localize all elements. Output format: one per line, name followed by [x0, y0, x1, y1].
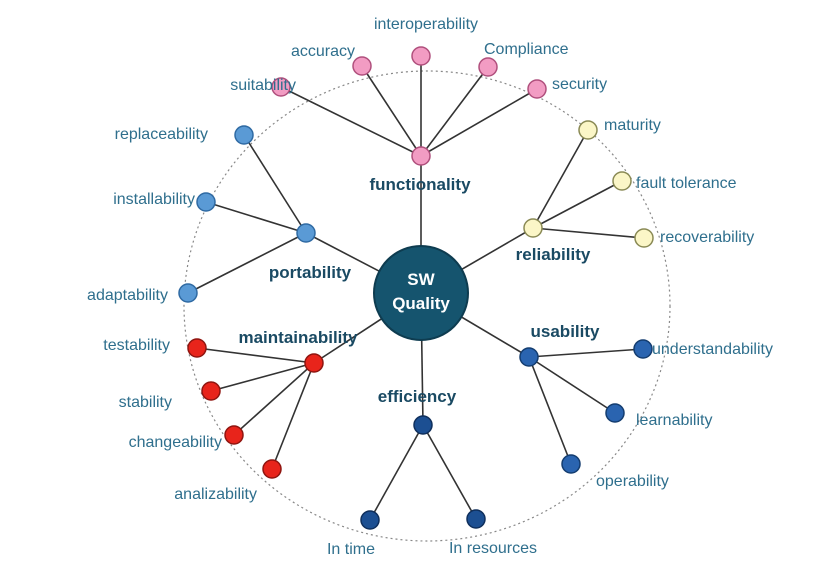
- connector-portability-leaf-2: [187, 232, 307, 294]
- leaf-label-installability: installability: [113, 191, 195, 208]
- node-functionality-leaf-4: [527, 79, 547, 99]
- node-maintainability-hub: [304, 353, 324, 373]
- orbit-ring: [183, 70, 671, 542]
- node-reliability-leaf-0: [578, 120, 598, 140]
- node-functionality-hub: [411, 146, 431, 166]
- connector-functionality-leaf-0: [280, 86, 422, 157]
- connector-functionality-leaf-1: [361, 65, 422, 157]
- connector-usability-leaf-1: [528, 356, 616, 414]
- leaf-label-analizability: analizability: [174, 486, 257, 503]
- leaf-label-understandability: understandability: [652, 341, 773, 358]
- connector-functionality-leaf-4: [420, 88, 538, 157]
- node-maintainability-leaf-3: [262, 459, 282, 479]
- connector-functionality-leaf-3: [420, 66, 489, 157]
- leaf-label-operability: operability: [596, 473, 669, 490]
- node-usability-leaf-1: [605, 403, 625, 423]
- node-portability-leaf-2: [178, 283, 198, 303]
- node-reliability-leaf-1: [612, 171, 632, 191]
- leaf-label-in-time: In time: [327, 541, 375, 558]
- connector-reliability-leaf-1: [532, 180, 623, 229]
- leaf-label-compliance: Compliance: [484, 41, 569, 58]
- leaf-label-stability: stability: [119, 394, 172, 411]
- node-efficiency-hub: [413, 415, 433, 435]
- connector-lines: [187, 56, 645, 521]
- connector-maintainability-leaf-1: [210, 362, 315, 392]
- center-circle: [373, 245, 469, 341]
- node-functionality-leaf-3: [478, 57, 498, 77]
- connector-maintainability-leaf-2: [233, 362, 315, 436]
- leaf-label-changeability: changeability: [129, 434, 222, 451]
- leaf-label-maturity: maturity: [604, 117, 661, 134]
- group-label-usability: usability: [531, 322, 601, 341]
- center-label-line2: Quality: [392, 294, 450, 313]
- node-portability-hub: [296, 223, 316, 243]
- leaf-label-security: security: [552, 76, 607, 93]
- node-portability-leaf-0: [234, 125, 254, 145]
- leaf-label-learnability: learnability: [636, 412, 712, 429]
- connector-maintainability-leaf-0: [196, 347, 315, 364]
- node-usability-leaf-2: [561, 454, 581, 474]
- connector-portability-leaf-1: [205, 201, 307, 234]
- leaf-label-fault-tolerance: fault tolerance: [636, 175, 737, 192]
- node-portability-leaf-1: [196, 192, 216, 212]
- leaf-label-accuracy: accuracy: [291, 43, 355, 60]
- nodes: [178, 46, 654, 530]
- connector-usability-leaf-2: [528, 356, 572, 465]
- node-maintainability-leaf-2: [224, 425, 244, 445]
- leaf-label-recoverability: recoverability: [660, 229, 754, 246]
- node-functionality-leaf-1: [352, 56, 372, 76]
- node-reliability-leaf-2: [634, 228, 654, 248]
- node-functionality-leaf-0: [271, 77, 291, 97]
- node-efficiency-leaf-1: [466, 509, 486, 529]
- group-label-functionality: functionality: [369, 175, 471, 194]
- node-usability-hub: [519, 347, 539, 367]
- leaf-label-adaptability: adaptability: [87, 287, 168, 304]
- connector-maintainability-leaf-3: [271, 362, 315, 470]
- leaf-label-in-resources: In resources: [449, 540, 537, 557]
- leaf-label-replaceability: replaceability: [115, 126, 208, 143]
- connector-efficiency-leaf-1: [422, 424, 477, 520]
- node-efficiency-leaf-0: [360, 510, 380, 530]
- connector-usability-leaf-0: [528, 348, 644, 358]
- node-functionality-leaf-2: [411, 46, 431, 66]
- group-label-reliability: reliability: [516, 245, 591, 264]
- group-label-portability: portability: [269, 263, 352, 282]
- group-label-maintainability: maintainability: [238, 328, 358, 347]
- connector-portability-leaf-0: [243, 134, 307, 234]
- connector-efficiency-leaf-0: [369, 424, 424, 521]
- connector-reliability-leaf-2: [532, 227, 645, 239]
- center-label-line1: SW: [407, 270, 435, 289]
- node-usability-leaf-0: [633, 339, 653, 359]
- connector-reliability-leaf-0: [532, 129, 589, 229]
- leaf-label-testability: testability: [103, 337, 170, 354]
- group-label-efficiency: efficiency: [378, 387, 457, 406]
- leaf-label-suitability: suitability: [230, 77, 296, 94]
- node-maintainability-leaf-0: [187, 338, 207, 358]
- leaf-label-interoperability: interoperability: [374, 16, 478, 33]
- node-maintainability-leaf-1: [201, 381, 221, 401]
- center-node: SW Quality: [373, 245, 469, 341]
- node-reliability-hub: [523, 218, 543, 238]
